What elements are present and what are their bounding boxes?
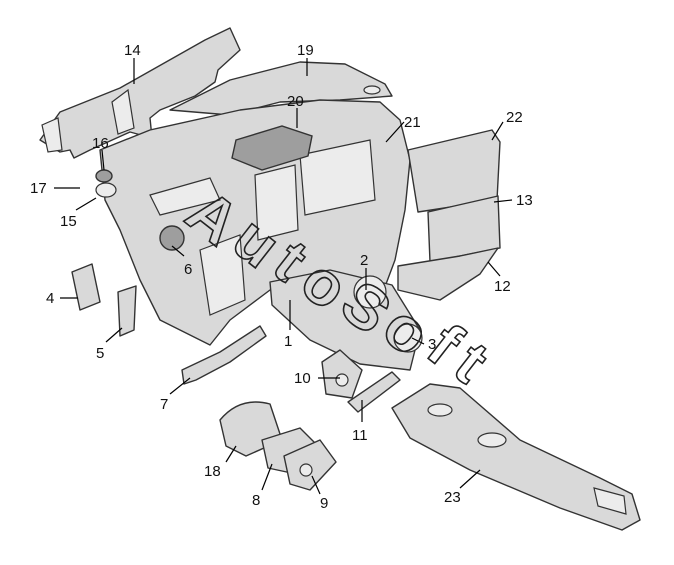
leader-18: [225, 445, 237, 463]
part-23-center-console: [391, 383, 641, 531]
leader-5: [105, 327, 123, 343]
callout-9: 9: [320, 495, 328, 512]
callout-3: 3: [428, 336, 436, 353]
callout-21: 21: [404, 114, 421, 131]
callout-13: 13: [516, 192, 533, 209]
callout-15: 15: [60, 213, 77, 230]
callout-10: 10: [294, 370, 311, 387]
leader-6: [171, 245, 185, 257]
leader-12: [487, 261, 501, 277]
leader-15: [75, 197, 97, 211]
leader-13: [493, 199, 513, 203]
leader-21: [385, 121, 405, 143]
callout-11: 11: [352, 427, 368, 444]
callout-7: 7: [160, 396, 168, 413]
callout-16: 16: [92, 135, 109, 152]
callout-6: 6: [184, 261, 192, 278]
leader-22: [491, 121, 504, 141]
part-2-center-stack: [269, 269, 423, 371]
part-6-round-vent: [159, 225, 185, 251]
leader-lines: [54, 58, 513, 495]
callout-22: 22: [506, 109, 523, 126]
callout-5: 5: [96, 345, 104, 362]
leader-9: [311, 475, 321, 495]
callout-12: 12: [494, 278, 511, 295]
callout-1: 1: [284, 333, 292, 350]
part-11-plate: [347, 371, 401, 413]
callout-labels: 14 19 20 21 22 16 17 15 13 6 2 12 4 1 5 …: [30, 42, 533, 512]
part-10-bracket: [321, 349, 363, 399]
leader-16: [101, 149, 105, 171]
callout-8: 8: [252, 492, 260, 509]
part-12-lower-panel: [397, 247, 499, 301]
leader-3: [411, 337, 425, 345]
part-9-cluster-cover: [283, 439, 337, 491]
part-7-lower-trim: [181, 325, 267, 385]
part-20-center-vent: [231, 125, 313, 171]
part-13-glovebox: [427, 195, 501, 263]
leader-8: [261, 463, 273, 491]
part-22-glovebox-lid: [407, 129, 501, 213]
callout-18: 18: [204, 463, 221, 480]
callout-14: 14: [124, 42, 141, 59]
callout-20: 20: [287, 93, 304, 110]
part-5-side-trim: [117, 285, 137, 337]
leader-7: [169, 377, 191, 395]
callout-17: 17: [30, 180, 47, 197]
callout-2: 2: [360, 252, 368, 269]
part-16-knob: [95, 169, 113, 183]
callout-4: 4: [46, 290, 54, 307]
part-15-knob: [95, 182, 117, 198]
part-4-switch-panel: [71, 263, 101, 311]
callout-23: 23: [444, 489, 461, 506]
callout-19: 19: [297, 42, 314, 59]
part-14-dash-frame: [39, 27, 241, 159]
leader-23: [459, 469, 481, 489]
